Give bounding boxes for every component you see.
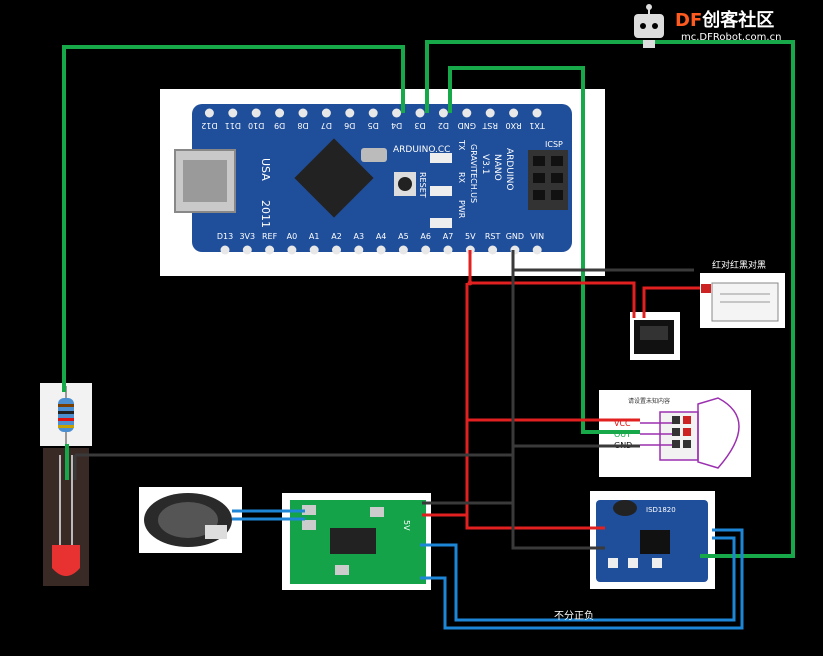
icsp-header (528, 150, 568, 210)
board-led-tx: TX (457, 139, 466, 151)
robot-logo-icon (634, 4, 664, 48)
top-pin-label: D9 (274, 121, 285, 130)
top-pin-label: D10 (248, 121, 264, 130)
battery-label: 红对红黑对黑 (712, 261, 767, 271)
top-pin-label: D8 (297, 121, 308, 130)
bottom-pin-label: RST (485, 232, 501, 241)
board-year-text: 2011 (259, 200, 272, 228)
black-wires (73, 250, 694, 550)
bottom-pin-label: A3 (354, 232, 365, 241)
board-cc-text: ARDUINO.CC (393, 145, 450, 155)
top-pin-label: D2 (438, 121, 449, 130)
bottom-pin-label: A2 (331, 232, 342, 241)
top-pin-label: D11 (225, 121, 241, 130)
bottom-pin-label: GND (506, 232, 524, 241)
bottom-pin-label: A1 (309, 232, 320, 241)
top-pin-label: GND (458, 121, 476, 130)
bottom-pin-label: D13 (217, 232, 233, 241)
board-usa-text: USA (259, 158, 272, 181)
top-pin-d2 (438, 108, 448, 118)
top-pin-label: D7 (321, 121, 332, 130)
bottom-pin-label: A4 (376, 232, 387, 241)
top-pin-d11 (228, 108, 238, 118)
watermark-url: mc.DFRobot.com.cn (681, 32, 782, 43)
pir-pin-out: OUT (614, 430, 631, 439)
bottom-pin-a2 (332, 245, 341, 255)
bottom-pin-label: 5V (465, 232, 476, 241)
board-name-3: V3.1 (480, 154, 490, 174)
amp-label-5v: 5V (402, 520, 411, 531)
top-pin-d8 (298, 108, 308, 118)
board-led-rx: RX (457, 172, 466, 184)
speaker (139, 487, 242, 553)
top-pin-d5 (368, 108, 378, 118)
board-name-1: ARDUINO (504, 148, 514, 190)
top-pin-d7 (321, 108, 331, 118)
top-pin-gnd (462, 108, 472, 118)
blue-wires (232, 509, 744, 630)
top-pin-d12 (204, 108, 214, 118)
top-pin-label: D4 (391, 121, 402, 130)
top-pin-label: RX0 (506, 121, 522, 130)
resistor (40, 383, 92, 446)
recorder-name: ISD1820 (646, 506, 676, 514)
board-name-2: NANO (492, 154, 502, 181)
top-pin-d4 (392, 108, 402, 118)
board-icsp-text: ICSP (545, 140, 563, 149)
bottom-pin-label: A7 (443, 232, 454, 241)
top-pin-label: D3 (414, 121, 425, 130)
bottom-pin-ref (265, 245, 275, 255)
pir-note: 请设置未知内容 (628, 397, 670, 405)
bottom-pin-rst (488, 245, 498, 255)
bottom-pin-a1 (309, 245, 319, 255)
pir-pin-vcc: VCC (614, 419, 631, 428)
bottom-pin-label: 3V3 (239, 232, 255, 241)
junction-dots (467, 280, 473, 286)
top-pin-tx1 (532, 108, 542, 118)
watermark-df: DF (675, 10, 703, 31)
microcontroller-chip (294, 138, 374, 218)
bottom-pin-a0 (287, 245, 297, 255)
bottom-pin-label: VIN (530, 232, 544, 241)
top-pin-label: TX1 (529, 121, 545, 130)
top-pin-d3 (415, 108, 425, 118)
red-wires (422, 250, 700, 530)
bottom-pin-3v3 (242, 245, 252, 255)
battery (700, 273, 785, 328)
bottom-pin-a6 (421, 245, 431, 255)
bottom-pin-label: A0 (287, 232, 298, 241)
bottom-pin-label: A5 (398, 232, 409, 241)
bottom-pin-a3 (354, 245, 364, 255)
green-wires (62, 40, 795, 558)
watermark-cn: 创客社区 (702, 10, 775, 31)
top-pin-label: D12 (201, 121, 217, 130)
board-reset-text: RESET (418, 172, 427, 198)
bottom-pin-d13 (220, 245, 230, 255)
bottom-pin-label: A6 (420, 232, 431, 241)
watermark-brand: DF创客社区 (675, 6, 774, 32)
top-pin-d9 (275, 108, 285, 118)
top-pin-d10 (251, 108, 261, 118)
isd1820-recorder: ISD1820 (590, 491, 715, 589)
board-led-pwr: PWR (457, 200, 466, 219)
bottom-pin-a4 (376, 245, 386, 255)
top-pin-label: RST (482, 121, 498, 130)
board-name-4: GRAVITECH.US (469, 144, 478, 203)
bottom-pin-a7 (443, 245, 453, 255)
power-switch (630, 312, 680, 360)
amplifier-board: 5V (282, 493, 431, 590)
bottom-note: 不分正负 (554, 611, 594, 622)
top-pin-rst (485, 108, 495, 118)
top-pin-d6 (345, 108, 355, 118)
top-pin-rx0 (509, 108, 519, 118)
top-pin-label: D6 (344, 121, 355, 130)
bottom-pin-a5 (398, 245, 408, 255)
bottom-pin-label: REF (262, 232, 278, 241)
top-pin-label: D5 (368, 121, 379, 130)
dfrobot-watermark: DF创客社区 mc.DFRobot.com.cn (629, 4, 809, 54)
bottom-pin-vin (532, 245, 542, 255)
